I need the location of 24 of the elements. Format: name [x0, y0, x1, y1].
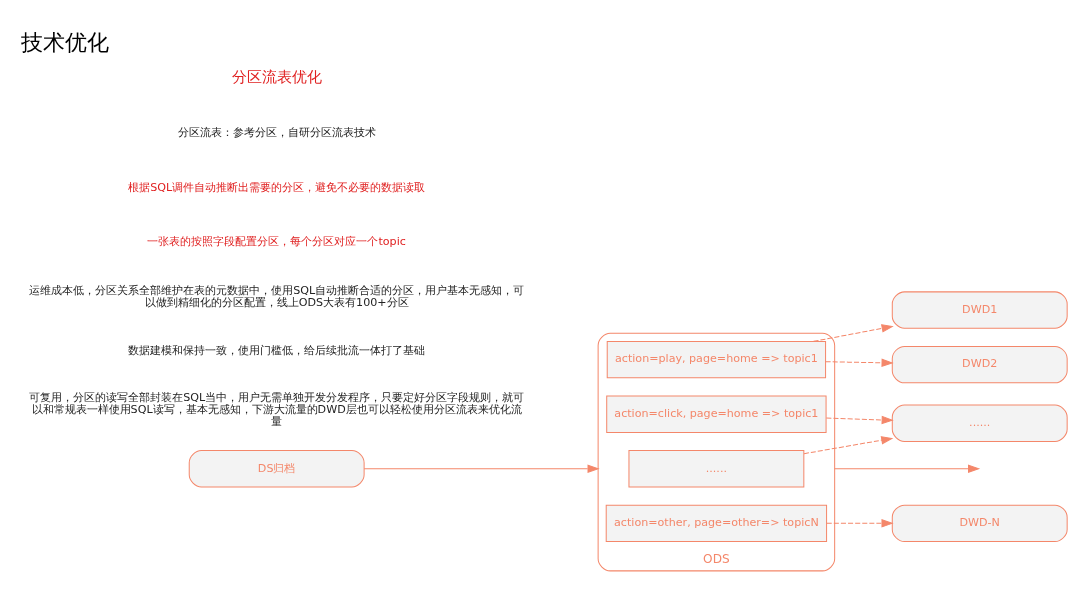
- node-box: ......: [628, 450, 805, 488]
- label: 一张表的按照字段配置分区，每个分区对应一个topic: [147, 235, 406, 249]
- label: 数据建模和保持一致，使用门槛低，给后续批流一体打了基础: [128, 344, 426, 358]
- arrow: [363, 464, 600, 474]
- label: 根据SQL调件自动推断出需要的分区，避免不必要的数据读取: [128, 180, 426, 194]
- node-box: action=play, page=home => topic1: [606, 340, 827, 379]
- arrow: [834, 464, 981, 474]
- label: 分区流表优化: [231, 68, 322, 87]
- node-box: DS归档: [188, 450, 365, 488]
- node-box: DWD1: [891, 291, 1068, 329]
- arrow: [826, 519, 894, 528]
- node-box: action=click, page=home => topic1: [606, 395, 827, 433]
- label: 运维成本低，分区关系全部维护在表的元数据中，使用SQL自动推断合适的分区，用户基本无感知，可以做到精细化的分区配置，线上ODS大表有100+分区: [29, 283, 525, 309]
- arrow: [803, 436, 894, 455]
- node-box: DWD-N: [891, 504, 1068, 543]
- label: 可复用，分区的读写全部封装在SQL当中，用户无需单独开发分发程序，只要定好分区字段规则，就可以和常规表一样使用SQL读写，基本无感知，下游大流量的DWD层也可以轻松使用分区流表来优化流量: [29, 390, 525, 429]
- arrow: [825, 415, 894, 425]
- arrow: [813, 324, 894, 342]
- arrow: [825, 358, 894, 368]
- label: 分区流表：参考分区，自研分区流表技术: [177, 126, 376, 139]
- node-box: action=other, page=other=> topicN: [605, 504, 828, 543]
- node-box: DWD2: [891, 345, 1068, 384]
- diagram-title: 技术优化: [21, 28, 110, 55]
- node-box: ......: [891, 404, 1068, 442]
